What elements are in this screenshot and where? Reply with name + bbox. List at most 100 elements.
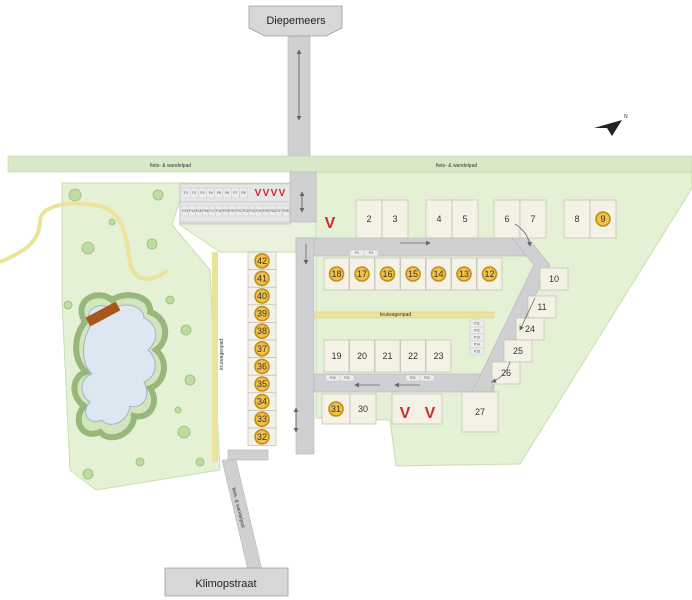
lot-40[interactable]: 40: [247, 286, 277, 306]
lot-number: 32: [257, 432, 267, 442]
lot-35[interactable]: 35: [247, 374, 277, 394]
lot-34[interactable]: 34: [247, 392, 277, 411]
lot-21[interactable]: 21: [374, 339, 401, 373]
lot-plot: [400, 339, 426, 373]
lot-38[interactable]: 38: [247, 322, 277, 341]
north-arrow-label: N: [624, 114, 628, 120]
parking-label: P24: [256, 209, 262, 213]
parking-label: P16: [203, 209, 209, 213]
lot-6[interactable]: 6: [493, 199, 521, 239]
lot-number: 18: [331, 269, 341, 279]
lot-[interactable]: [391, 393, 443, 425]
sold-marker-icon: V: [325, 215, 336, 232]
lot-plot: [323, 339, 350, 373]
lot-plot: [349, 393, 377, 425]
lot-5[interactable]: 5: [451, 199, 479, 239]
parking-label: P1: [184, 191, 188, 195]
lot-number: 39: [257, 309, 267, 319]
trees: [63, 188, 205, 480]
parking-label: P2: [192, 191, 196, 195]
lot-number: 16: [382, 269, 392, 279]
lot-17[interactable]: 17: [349, 257, 375, 291]
lot-number: 25: [513, 346, 523, 356]
parking-space: [469, 347, 485, 356]
lot-4[interactable]: 4: [425, 199, 453, 239]
lot-number: 34: [257, 397, 267, 407]
lot-plot: [374, 339, 401, 373]
lot-26[interactable]: 26: [491, 361, 521, 385]
lot-25[interactable]: 25: [503, 339, 533, 363]
parking-label: P11: [344, 376, 350, 380]
parking-space: [239, 187, 248, 199]
parking-space: [339, 374, 355, 382]
north-arrow-icon: N: [594, 114, 628, 136]
lot-number: 3: [392, 214, 397, 224]
parking-label: P10: [330, 376, 336, 380]
lot-23[interactable]: 23: [425, 339, 452, 373]
lot-18[interactable]: 18: [323, 257, 350, 291]
parking-label: P15: [196, 209, 202, 213]
parking-label: P26: [270, 209, 276, 213]
lot-36[interactable]: 36: [247, 357, 277, 376]
lot-3[interactable]: 3: [381, 199, 409, 239]
lot-number: 27: [475, 407, 485, 417]
lot-highlight-badge: [254, 323, 270, 340]
lot-30[interactable]: 30: [349, 393, 377, 425]
lot-9[interactable]: 9: [589, 199, 617, 239]
lot-plot: [451, 199, 479, 239]
parking-label: P4: [209, 191, 213, 195]
lot-number: 30: [358, 404, 368, 414]
lot-27[interactable]: 27: [461, 391, 499, 433]
street-sign-north: Diepemeers: [248, 5, 343, 37]
lot-number: 10: [549, 274, 559, 284]
lot-number: 9: [600, 214, 605, 224]
lot-22[interactable]: 22: [400, 339, 426, 373]
kruiwagenpad-label: kruiwagenpad: [380, 312, 411, 318]
lot-2[interactable]: 2: [355, 199, 383, 239]
west-path-label: kruiwagenpad: [219, 339, 225, 370]
lot-highlight-badge: [328, 401, 344, 417]
lot-8[interactable]: 8: [563, 199, 591, 239]
sold-marker-icon: V: [271, 188, 278, 199]
lot-33[interactable]: 33: [247, 410, 277, 429]
lot-number: 36: [257, 361, 267, 371]
parking-space: [282, 205, 290, 217]
lot-number: 23: [433, 351, 443, 361]
sold-marker-icon: V: [263, 188, 270, 199]
lot-31[interactable]: 31: [321, 393, 351, 425]
lot-42[interactable]: 42: [247, 251, 277, 270]
lot-13[interactable]: 13: [451, 257, 477, 291]
lot-37[interactable]: 37: [247, 339, 277, 358]
lot-19[interactable]: 19: [323, 339, 350, 373]
lot-10[interactable]: 10: [539, 267, 569, 291]
parking-label: P12: [474, 329, 480, 333]
lot-number: 17: [357, 269, 367, 279]
lot-11[interactable]: 11: [527, 295, 557, 319]
lot-39[interactable]: 39: [247, 304, 277, 323]
lot-32[interactable]: 32: [247, 427, 277, 446]
lot-number: 11: [537, 302, 546, 312]
lot-12[interactable]: 12: [476, 257, 503, 291]
parking-label: P25: [263, 209, 269, 213]
lot-number: 42: [257, 256, 267, 266]
lot-number: 37: [257, 344, 267, 354]
lot-number: 38: [257, 326, 267, 336]
parking-label: P28: [283, 209, 289, 213]
lot-highlight-badge: [254, 393, 270, 410]
lot-14[interactable]: 14: [425, 257, 452, 291]
lot-plot: [461, 391, 499, 433]
lot-15[interactable]: 15: [400, 257, 426, 291]
lot-highlight-badge: [405, 266, 421, 282]
lot-20[interactable]: 20: [349, 339, 375, 373]
lot-number: 33: [257, 414, 267, 424]
lot-41[interactable]: 41: [247, 269, 277, 288]
lot-plot: [349, 339, 375, 373]
lot-16[interactable]: 16: [374, 257, 401, 291]
